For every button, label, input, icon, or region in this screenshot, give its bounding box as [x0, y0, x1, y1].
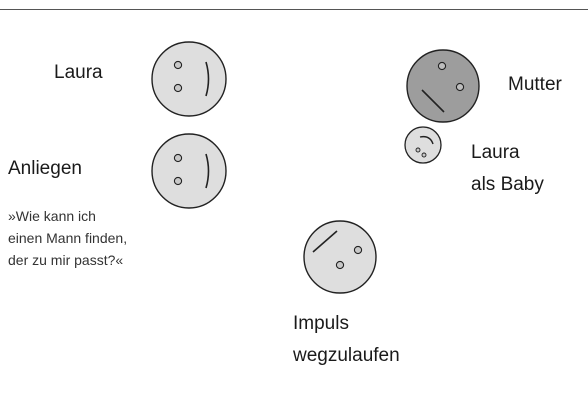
- baby-label-line-2: als Baby: [471, 174, 544, 195]
- impuls-eye-bottom: [335, 260, 345, 270]
- impuls-label-line-1: Impuls: [293, 313, 349, 334]
- mutter-head: [406, 49, 480, 123]
- impuls-head: [303, 220, 377, 294]
- anliegen-eye-top: [173, 153, 183, 163]
- top-divider: [0, 9, 588, 10]
- quote-line-1: »Wie kann ich: [8, 208, 96, 224]
- baby-eye-right: [421, 152, 427, 158]
- anliegen-head: [151, 133, 227, 209]
- mutter-eye-right: [455, 82, 465, 92]
- impuls-mouth: [312, 230, 338, 253]
- impuls-figure: [303, 220, 377, 294]
- anliegen-eye-bottom: [173, 176, 183, 186]
- baby-mouth: [419, 135, 434, 145]
- laura-eye-bottom: [173, 83, 183, 93]
- mutter-label: Mutter: [508, 74, 562, 95]
- laura-eye-top: [173, 60, 183, 70]
- quote-line-3: der zu mir passt?«: [8, 252, 124, 268]
- laura-head: [151, 41, 227, 117]
- anliegen-label: Anliegen: [8, 158, 82, 179]
- baby-head: [404, 126, 442, 164]
- mutter-figure: [406, 49, 480, 123]
- baby-eye-left: [415, 147, 421, 153]
- mutter-eye-top: [437, 61, 447, 71]
- impuls-eye-right: [353, 245, 363, 255]
- anliegen-quote: »Wie kann ich einen Mann finden, der zu …: [8, 205, 127, 271]
- anliegen-figure: [151, 133, 227, 209]
- baby-label-line-1: Laura: [471, 142, 520, 163]
- laura-figure: [151, 41, 227, 117]
- laura-label: Laura: [54, 62, 103, 83]
- mutter-mouth: [421, 89, 445, 113]
- laura-mouth: [205, 61, 210, 97]
- impuls-label-line-2: wegzulaufen: [293, 345, 400, 366]
- anliegen-mouth: [205, 153, 210, 189]
- quote-line-2: einen Mann finden,: [8, 230, 128, 246]
- baby-figure: [404, 126, 442, 164]
